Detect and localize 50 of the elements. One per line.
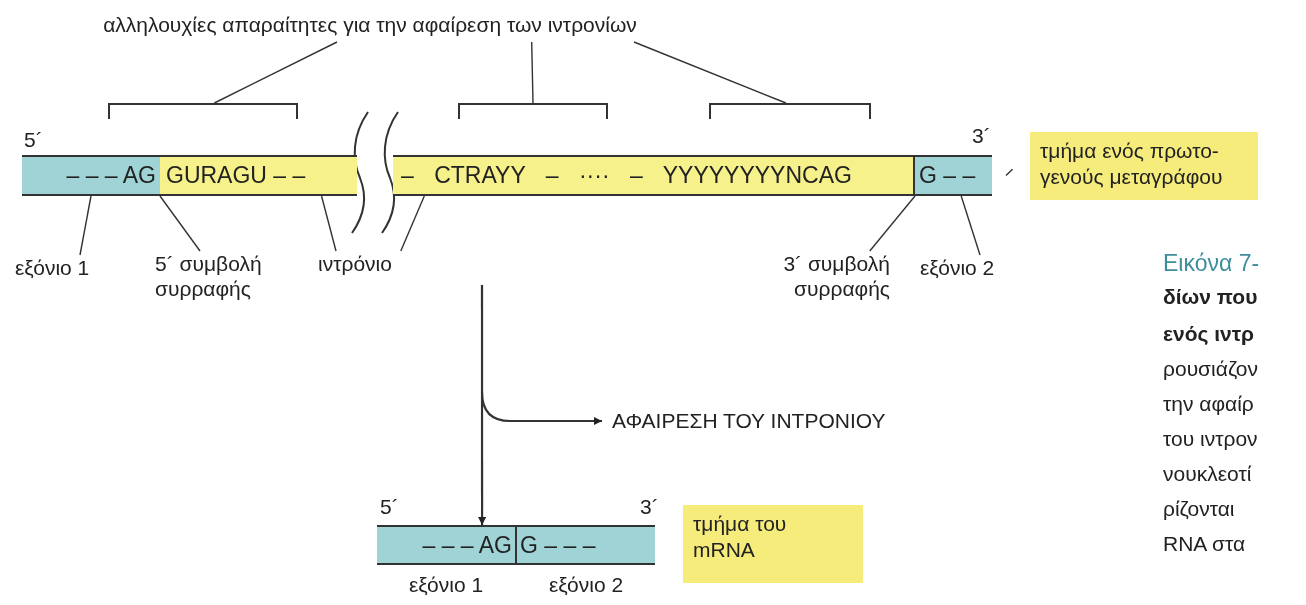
caption-text: του ιντρον [1163,427,1258,451]
exon-segment [915,155,992,196]
part-label: εξόνιο 1 [408,573,484,597]
part-label: εξόνιο 2 [920,255,1020,281]
leader-line [320,195,337,252]
sequence-text: – CTRAYY – ···· – YYYYYYYYNCAG [401,162,852,189]
bracket [108,103,298,119]
bracket [709,103,871,119]
intron-segment [160,155,357,196]
caption-text: ενός ιντρ [1163,322,1255,346]
part-label: 5´ συμβολή συρραφής [155,251,305,303]
intron-segment [393,155,915,196]
leader-line [869,195,916,252]
end-label: 5´ [380,495,399,519]
part-label: ιντρόνιο [318,251,408,277]
caption-text: ρίζονται [1163,497,1235,521]
arrow [480,391,602,425]
arrow [478,285,487,525]
annotation-text: αλληλουχίες απαραίτητες για την αφαίρεση των ιντρονίων [40,12,700,42]
label-text: τμήμα του mRNA [693,511,788,564]
part-label: εξόνιο 2 [548,573,624,597]
pre-mrna-strand [22,155,992,196]
label-text: τμήμα ενός πρωτο- γενούς μεταγράφου [1040,138,1224,191]
leader-line [400,195,425,252]
part-label: εξόνιο 1 [15,255,115,281]
leader-line [633,41,787,104]
exon-segment [22,155,160,196]
end-label: 5´ [24,128,43,152]
end-label: 3´ [972,124,991,148]
figure-caption: Εικόνα 7- [1163,250,1260,277]
label-box [683,505,863,583]
sequence-text: – – – AG [422,531,512,559]
caption-text: δίων που [1163,285,1258,309]
sequence-text: – – – AG [66,162,156,189]
label-box [1030,132,1258,200]
leader-line [960,195,981,256]
leader-line [79,195,92,256]
sequence-text: G – – – [520,531,596,559]
part-label: 3´ συμβολή συρραφής [755,251,890,303]
leader-line [213,41,338,104]
sequence-text: G – – [919,162,976,189]
caption-text: την αφαίρ [1163,392,1254,416]
bracket [458,103,608,119]
caption-text: ρουσιάζον [1163,357,1258,381]
leader-line [531,41,534,104]
caption-text: νουκλεοτί [1163,462,1252,486]
sequence-text: GURAGU – – [166,162,306,189]
leader-line [159,195,201,252]
caption-text: RNA στα [1163,532,1246,556]
end-label: 3´ [640,495,659,519]
